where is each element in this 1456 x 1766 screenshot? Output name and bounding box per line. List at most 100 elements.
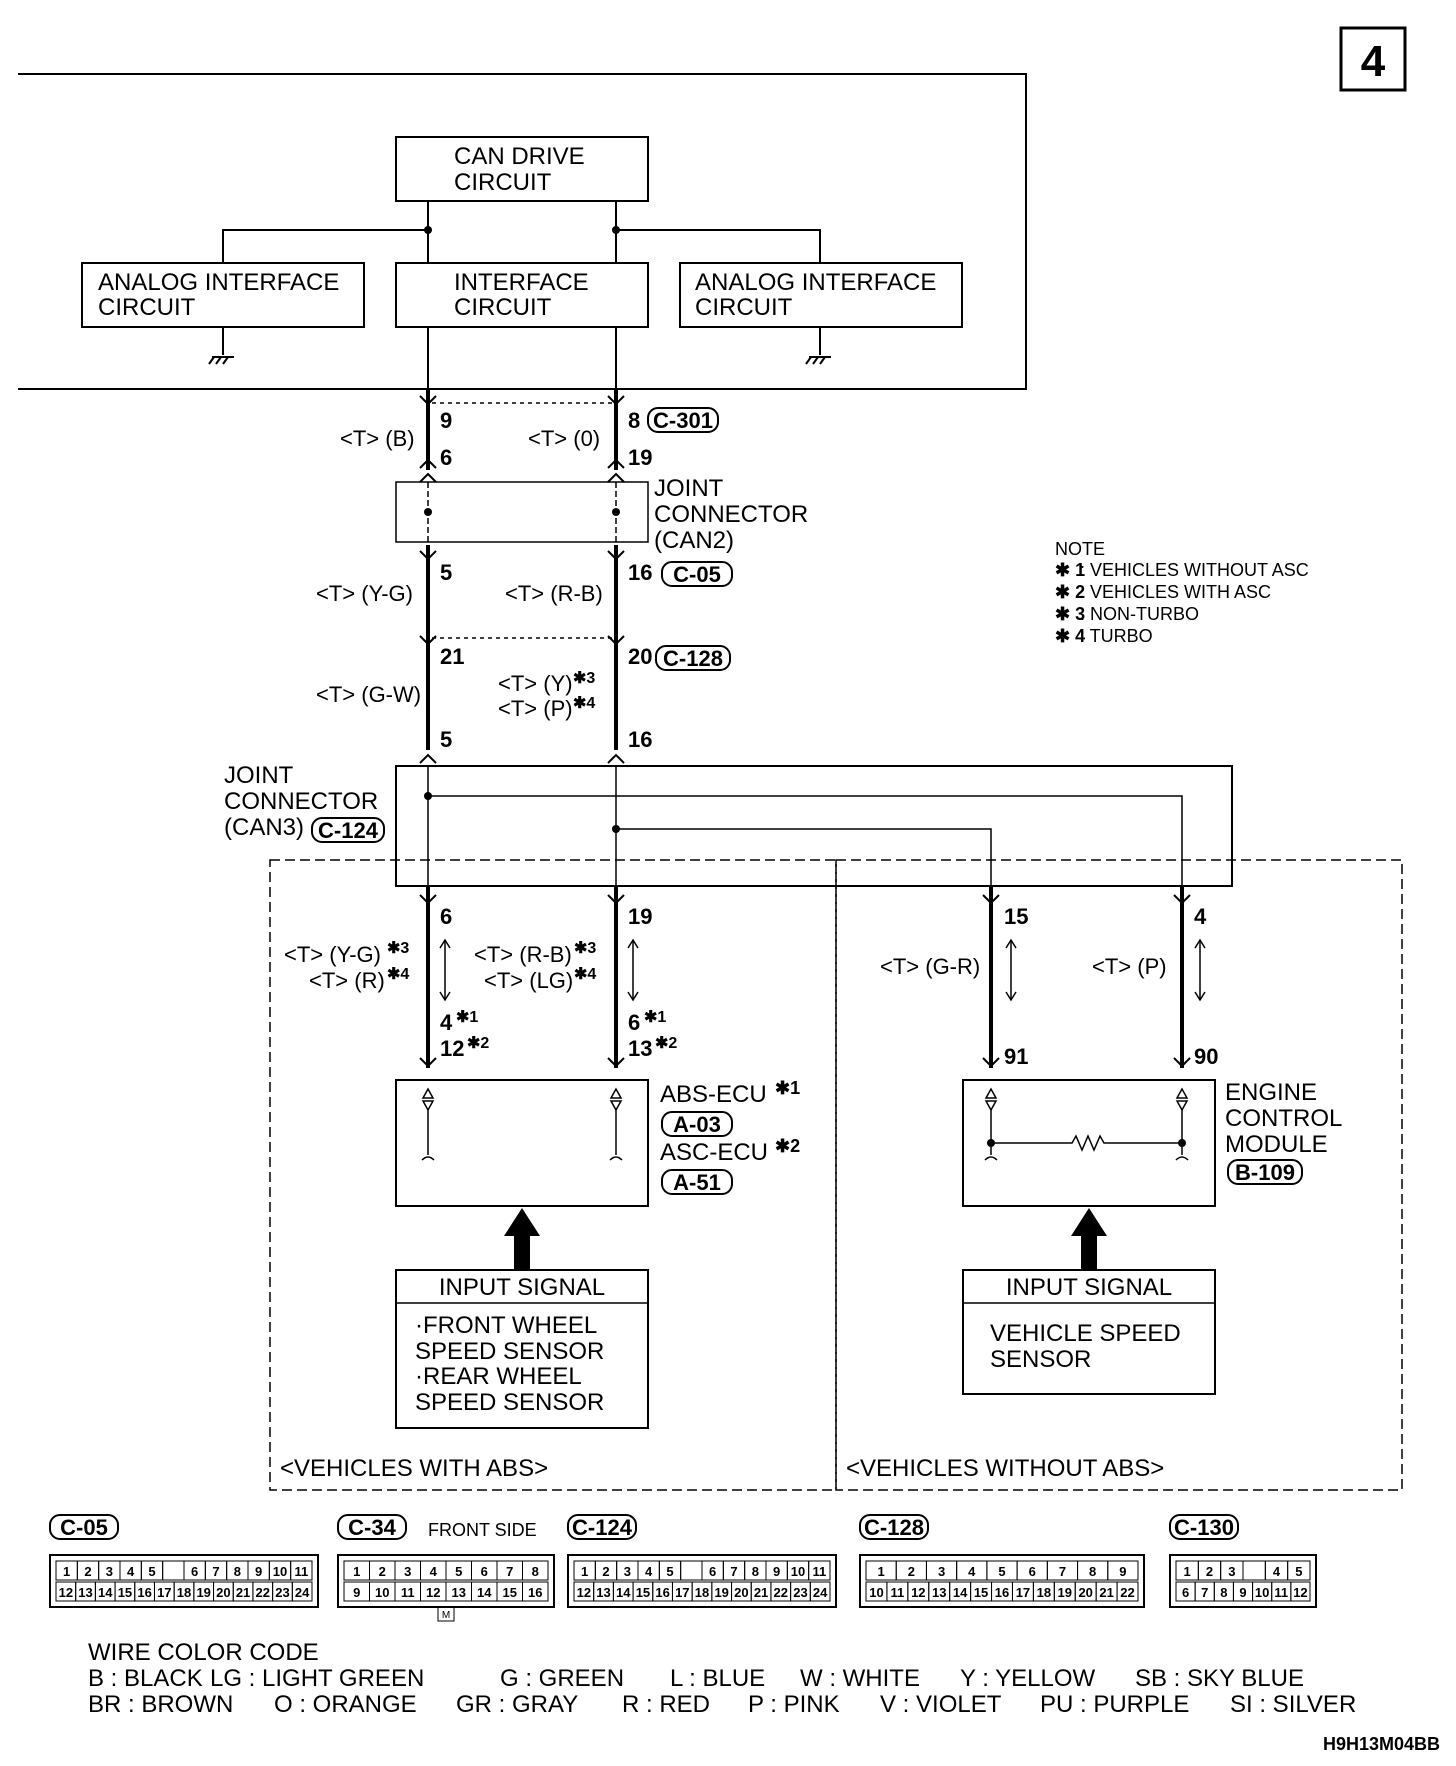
svg-text:GR : GRAY: GR : GRAY	[456, 1691, 578, 1718]
svg-text:15: 15	[503, 1585, 517, 1600]
svg-text:V : VIOLET: V : VIOLET	[880, 1691, 1002, 1718]
svg-text:: TURBO: : TURBO	[1080, 626, 1153, 646]
input-right-line1: VEHICLE SPEED	[990, 1320, 1181, 1347]
connector-ref-c301: C-301	[647, 407, 719, 433]
svg-text:1: 1	[353, 1564, 360, 1579]
svg-text:SB : SKY BLUE: SB : SKY BLUE	[1135, 1665, 1304, 1692]
svg-text:✱4: ✱4	[573, 695, 595, 712]
svg-text:15: 15	[974, 1585, 988, 1600]
svg-text:10: 10	[273, 1564, 287, 1579]
svg-text:15: 15	[118, 1585, 132, 1600]
svg-text:✱1: ✱1	[775, 1078, 800, 1098]
svg-text:11: 11	[294, 1564, 308, 1579]
svg-text:4: 4	[968, 1564, 976, 1579]
svg-text:NOTE: NOTE	[1055, 539, 1105, 559]
svg-text:FRONT SIDE: FRONT SIDE	[428, 1520, 537, 1540]
interface-line2: CIRCUIT	[454, 294, 552, 321]
svg-text:21: 21	[754, 1585, 768, 1600]
svg-text:P : PINK: P : PINK	[748, 1691, 840, 1718]
svg-text:13: 13	[452, 1585, 466, 1600]
connector-view-id: C-05	[60, 1515, 108, 1540]
svg-text:✱4: ✱4	[387, 966, 409, 983]
wire-label-g-r: <T> (G-R)	[880, 954, 980, 979]
svg-text:7: 7	[506, 1564, 513, 1579]
wire-label-0: <T> (0)	[528, 426, 600, 451]
svg-text:✱3: ✱3	[387, 940, 409, 957]
svg-text:12: 12	[59, 1585, 73, 1600]
svg-text:C-301: C-301	[653, 408, 713, 433]
pin-4: 4	[1194, 904, 1207, 929]
svg-text:19: 19	[196, 1585, 210, 1600]
arrow-up-icon	[504, 1208, 540, 1270]
svg-text:2: 2	[84, 1564, 91, 1579]
pin-8: 8	[628, 408, 640, 433]
svg-text:21: 21	[236, 1585, 250, 1600]
asc-ecu-label: ASC-ECU	[660, 1139, 768, 1166]
svg-text:B-109: B-109	[1235, 1160, 1295, 1185]
svg-text:4: 4	[1273, 1564, 1281, 1579]
joint-can3-line2: CONNECTOR	[224, 788, 378, 815]
svg-text:✱1: ✱1	[644, 1009, 666, 1026]
svg-text:✱ 4: ✱ 4	[1055, 626, 1085, 646]
svg-text:✱ 2: ✱ 2	[1055, 582, 1085, 602]
svg-text:M: M	[442, 1610, 450, 1621]
analog-right-line1: ANALOG INTERFACE	[695, 269, 936, 296]
analog-left-line1: ANALOG INTERFACE	[98, 269, 339, 296]
engine-ecu-box	[962, 1079, 1216, 1207]
svg-text:12: 12	[1293, 1585, 1307, 1600]
pin-90: 90	[1194, 1044, 1218, 1069]
svg-text:10: 10	[375, 1585, 389, 1600]
svg-text:3: 3	[106, 1564, 113, 1579]
svg-text:18: 18	[695, 1585, 709, 1600]
joint-can3-line1: JOINT	[224, 762, 294, 789]
pin-abs-right-2: 13	[628, 1036, 652, 1061]
svg-text:✱4: ✱4	[574, 966, 596, 983]
svg-text:14: 14	[953, 1585, 968, 1600]
svg-text:12: 12	[577, 1585, 591, 1600]
wire-label-b: <T> (B)	[340, 426, 415, 451]
abs-ecu-label: ABS-ECU	[660, 1081, 767, 1108]
svg-text:A-51: A-51	[673, 1170, 721, 1195]
arrow-up-icon	[1071, 1208, 1107, 1270]
connector-ref-a03: A-03	[661, 1111, 733, 1137]
wire-label-y-g-b: <T> (Y-G)	[284, 942, 381, 967]
svg-text:16: 16	[655, 1585, 669, 1600]
pin-19-b: 19	[628, 904, 652, 929]
abs-ecu-box	[395, 1079, 649, 1207]
svg-text:✱2: ✱2	[655, 1035, 677, 1052]
svg-text:19: 19	[714, 1585, 728, 1600]
svg-text:24: 24	[813, 1585, 828, 1600]
svg-text:✱3: ✱3	[573, 670, 595, 687]
connector-ref-b109: B-109	[1227, 1159, 1303, 1185]
svg-text:O : ORANGE: O : ORANGE	[274, 1691, 417, 1718]
input-signal-left-box	[395, 1269, 649, 1429]
ground-icon	[805, 356, 831, 365]
interface-box	[395, 262, 649, 328]
svg-text:4: 4	[430, 1564, 438, 1579]
svg-text:14: 14	[98, 1585, 113, 1600]
svg-text:5: 5	[455, 1564, 462, 1579]
svg-text:16: 16	[995, 1585, 1009, 1600]
svg-text:20: 20	[216, 1585, 230, 1600]
engine-ecu-line2: CONTROL	[1225, 1105, 1342, 1132]
svg-text:R : RED: R : RED	[622, 1691, 710, 1718]
figure-id: H9H13M04BB	[1323, 1734, 1440, 1754]
svg-text:5: 5	[666, 1564, 673, 1579]
svg-text:2: 2	[908, 1564, 915, 1579]
wire-label-y: <T> (Y)	[498, 671, 573, 696]
region-without-abs-label: <VEHICLES WITHOUT ABS>	[846, 1455, 1164, 1482]
resistor-icon	[991, 1134, 1182, 1152]
svg-text:19: 19	[1058, 1585, 1072, 1600]
page-number: 4	[1361, 37, 1386, 86]
unit-outline	[18, 73, 1027, 390]
svg-text:14: 14	[477, 1585, 492, 1600]
engine-ecu-line1: ENGINE	[1225, 1079, 1317, 1106]
svg-text:9: 9	[1119, 1564, 1126, 1579]
region-without-abs	[835, 859, 1403, 1491]
svg-text:11: 11	[891, 1585, 905, 1600]
pin-21: 21	[440, 644, 464, 669]
svg-text:6: 6	[191, 1564, 198, 1579]
joint-can2-line3: (CAN2)	[654, 527, 734, 554]
